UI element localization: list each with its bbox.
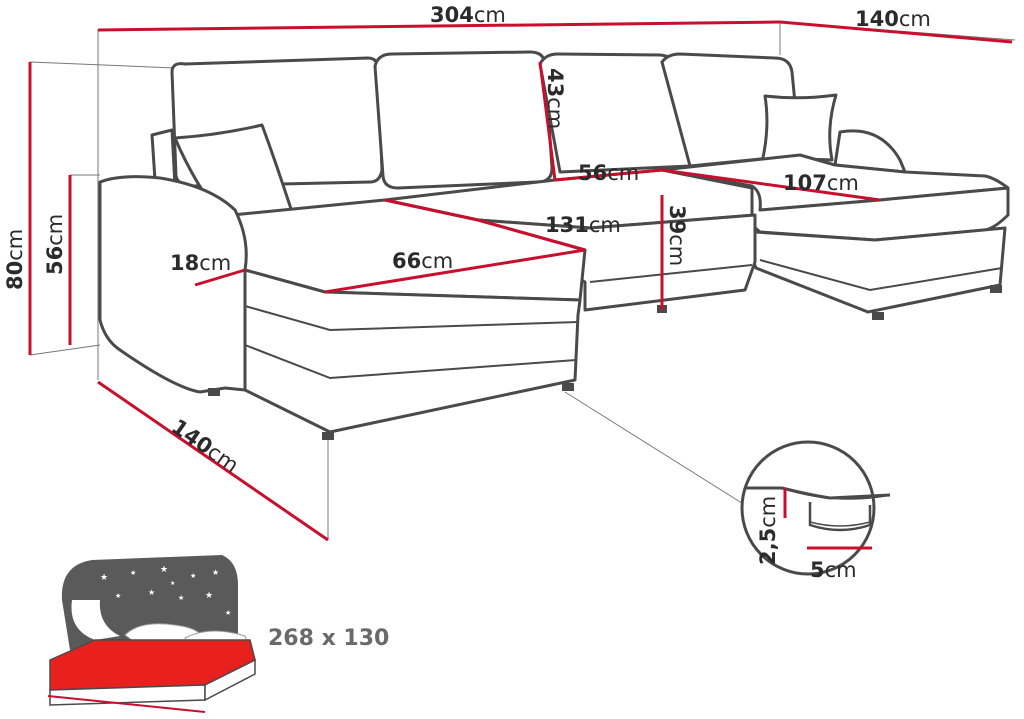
label-middle-seat-width: 131cm <box>545 213 621 237</box>
magnifier-detail-icon: 2,5cm 5cm <box>740 440 891 582</box>
bed-icon: ★ ★ ★ ★ ★ ★ ★ ★ ★ ★ ★ ★ 268 x 130 <box>47 555 389 713</box>
svg-text:★: ★ <box>115 592 121 600</box>
label-right-seat-width: 107cm <box>783 171 859 195</box>
label-left-seat-width: 66cm <box>392 249 453 273</box>
svg-text:★: ★ <box>212 568 219 577</box>
label-middle-seat-depth: 56cm <box>578 161 639 185</box>
label-total-height: 80cm <box>3 229 27 290</box>
svg-text:★: ★ <box>170 580 175 587</box>
label-backrest-height: 43cm <box>543 68 567 129</box>
sleeping-area-caption: 268 x 130 <box>268 626 389 651</box>
label-leg-width: 5cm <box>810 558 857 582</box>
svg-text:★: ★ <box>178 594 184 602</box>
svg-text:★: ★ <box>205 591 213 601</box>
label-right-depth: 140cm <box>855 7 931 31</box>
dimension-lines <box>28 20 1013 542</box>
svg-text:★: ★ <box>160 565 168 575</box>
label-leg-height: 2,5cm <box>756 496 780 565</box>
label-seat-height: 39cm <box>665 205 689 266</box>
svg-text:★: ★ <box>130 569 136 577</box>
label-total-width: 304cm <box>430 3 506 27</box>
svg-text:★: ★ <box>148 588 155 597</box>
label-armrest-width: 18cm <box>170 251 231 275</box>
svg-text:★: ★ <box>100 573 108 583</box>
label-arm-height: 56cm <box>43 214 67 275</box>
svg-text:★: ★ <box>190 572 196 580</box>
svg-text:★: ★ <box>225 609 231 617</box>
label-left-depth: 140cm <box>167 414 243 477</box>
